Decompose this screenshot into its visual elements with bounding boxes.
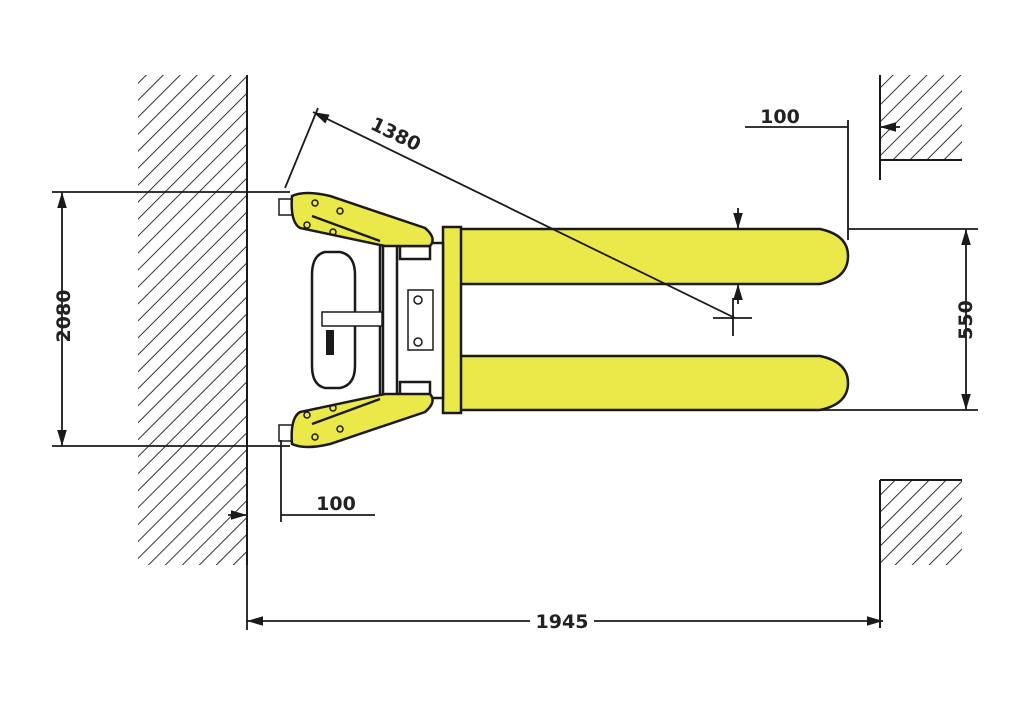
dimension-550: 550 bbox=[955, 300, 977, 340]
upper-stabilizer-arm bbox=[278, 191, 434, 248]
dimension-1380: 1380 bbox=[367, 113, 424, 156]
dimension-100-top: 100 bbox=[760, 106, 800, 128]
left-wall bbox=[138, 75, 248, 565]
lower-stabilizer-arm bbox=[278, 392, 434, 449]
dimension-100-bottom: 100 bbox=[316, 493, 356, 515]
dimension-1945: 1945 bbox=[536, 611, 589, 633]
lower-fork bbox=[458, 354, 850, 412]
dimension-2080: 2080 bbox=[53, 290, 75, 343]
pallet-truck bbox=[278, 191, 850, 449]
right-wall-bottom bbox=[879, 479, 962, 628]
upper-fork bbox=[458, 227, 850, 286]
fork-plate bbox=[441, 225, 463, 415]
